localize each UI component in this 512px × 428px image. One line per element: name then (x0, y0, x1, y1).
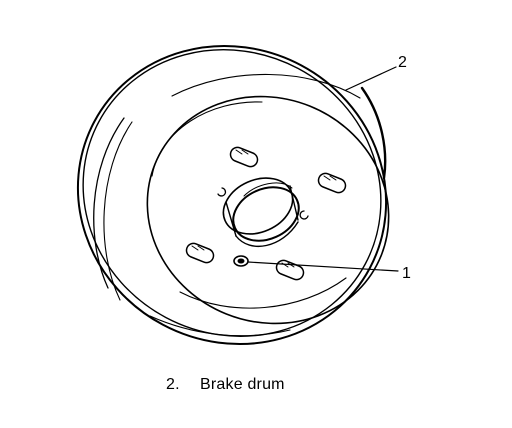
center-hub (222, 177, 300, 248)
caption-number: 2. (166, 376, 180, 393)
caption-text: Brake drum (200, 376, 285, 393)
leader-line-1 (247, 261, 399, 272)
stud-hole (317, 172, 347, 194)
hole-plug (233, 255, 249, 267)
stud-hole (275, 259, 305, 281)
screw-hole (299, 210, 309, 220)
screw-hole (217, 187, 227, 197)
figure-caption: 2. Brake drum (166, 376, 285, 394)
drum-face (146, 95, 390, 325)
callout-1: 1 (402, 265, 411, 282)
stud-hole (229, 146, 259, 168)
stud-hole (185, 242, 215, 264)
drum-outer-rim (76, 44, 388, 346)
leader-line-2 (345, 66, 397, 91)
callout-2: 2 (398, 54, 407, 71)
